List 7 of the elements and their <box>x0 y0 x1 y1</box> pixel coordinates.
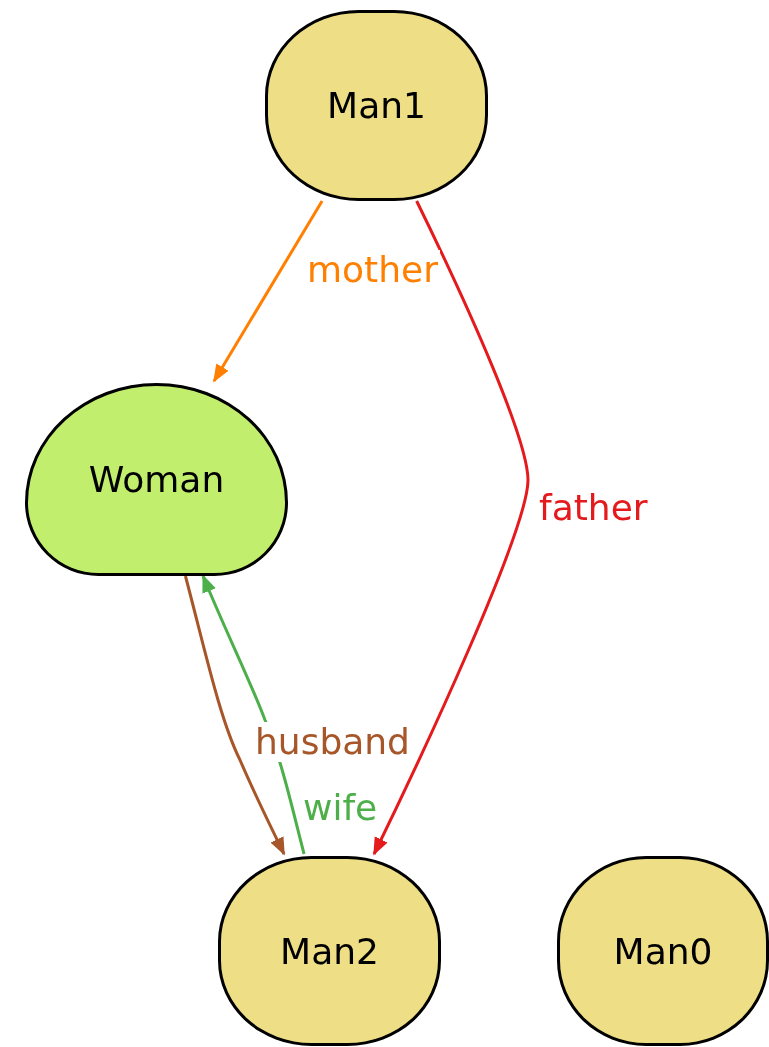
node-label: Woman <box>88 459 225 500</box>
arrow <box>372 200 530 856</box>
node-label: Man0 <box>613 930 713 972</box>
arrow <box>183 575 286 856</box>
arrow <box>212 200 324 383</box>
node-label: Man2 <box>280 930 379 972</box>
node-label: Man1 <box>327 85 426 126</box>
